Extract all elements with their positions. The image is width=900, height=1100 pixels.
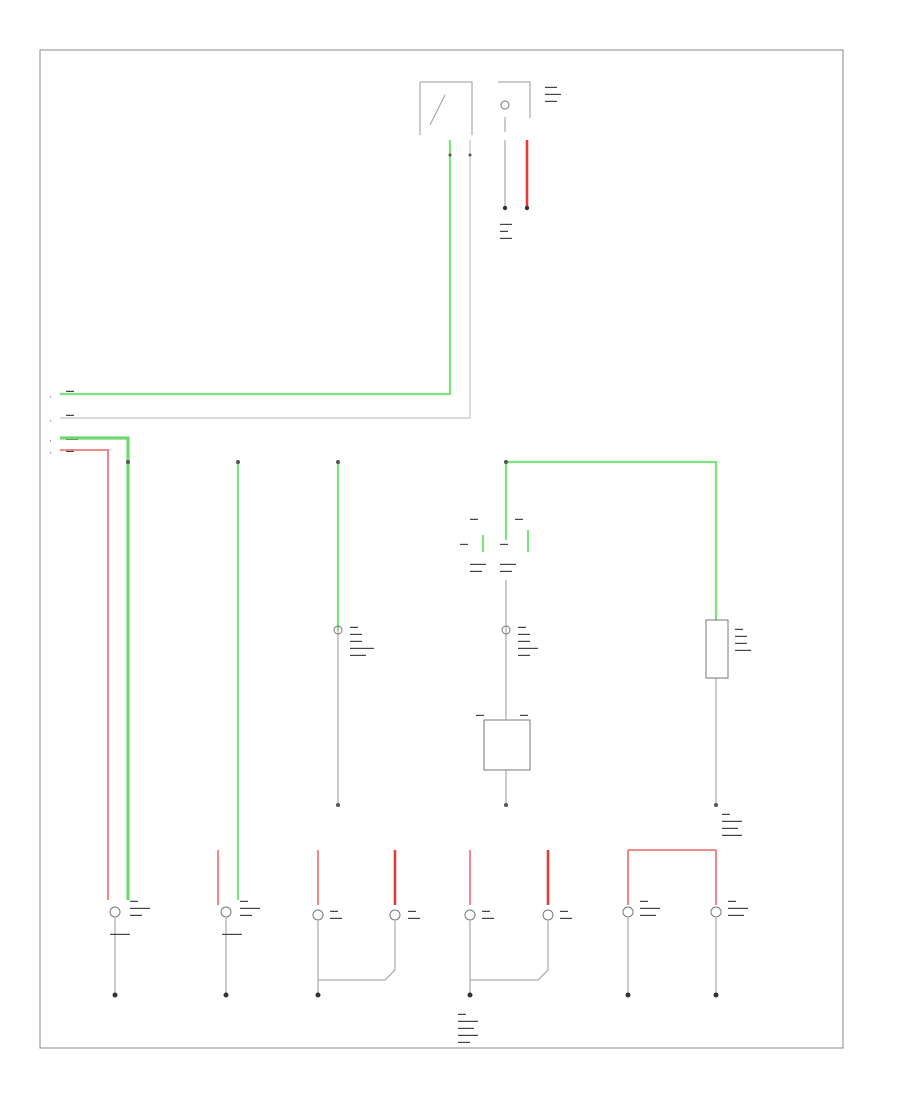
svg-text:▬▬: ▬▬ bbox=[500, 541, 508, 546]
svg-text:▬▬▬▬: ▬▬▬▬ bbox=[722, 825, 738, 830]
svg-text:▬▬▬: ▬▬▬ bbox=[470, 568, 482, 573]
svg-text:▬▬: ▬▬ bbox=[728, 898, 736, 903]
relay-box bbox=[705, 619, 729, 679]
diagram-frame bbox=[39, 49, 844, 1049]
svg-text:▬▬▬: ▬▬▬ bbox=[130, 912, 142, 917]
svg-text:▬▬▬: ▬▬▬ bbox=[458, 1039, 470, 1044]
svg-text:▬▬▬▬: ▬▬▬▬ bbox=[470, 561, 486, 566]
svg-text:▬▬▬▬: ▬▬▬▬ bbox=[728, 912, 744, 917]
svg-text:▬▬: ▬▬ bbox=[560, 908, 568, 913]
svg-text:▬▬: ▬▬ bbox=[460, 541, 468, 546]
svg-text:▬▬▬▬▬: ▬▬▬▬▬ bbox=[110, 931, 130, 936]
svg-text:▬▬▬: ▬▬▬ bbox=[560, 915, 572, 920]
svg-text:▬▬▬▬▬: ▬▬▬▬▬ bbox=[222, 931, 242, 936]
svg-text:▬▬: ▬▬ bbox=[408, 908, 416, 913]
svg-text:▬▬▬▬▬: ▬▬▬▬▬ bbox=[722, 818, 742, 823]
svg-text:▬▬▬: ▬▬▬ bbox=[500, 221, 512, 226]
svg-text:▬▬▬▬▬: ▬▬▬▬▬ bbox=[458, 1018, 478, 1023]
lamp-4: ▬▬ ▬▬▬ bbox=[318, 850, 420, 981]
wire-green-left bbox=[60, 436, 130, 900]
svg-text:▬▬: ▬▬ bbox=[330, 908, 338, 913]
svg-text:▬▬▬: ▬▬▬ bbox=[408, 915, 420, 920]
wire-white-top bbox=[60, 140, 471, 419]
svg-text:▬▬▬: ▬▬▬ bbox=[240, 912, 252, 917]
svg-text:▬▬▬: ▬▬▬ bbox=[545, 84, 557, 89]
svg-text:▪: ▪ bbox=[50, 394, 52, 399]
svg-text:▬▬▬▬▬: ▬▬▬▬▬ bbox=[518, 645, 538, 650]
lamp-3: ▬▬ ▬▬▬ bbox=[312, 850, 342, 998]
svg-text:▬▬: ▬▬ bbox=[476, 712, 484, 717]
svg-text:▬▬▬▬▬: ▬▬▬▬▬ bbox=[240, 905, 260, 910]
svg-text:▬▬▬▬: ▬▬▬▬ bbox=[500, 561, 516, 566]
svg-text:▬▬: ▬▬ bbox=[66, 412, 74, 417]
svg-text:▬▬▬▬: ▬▬▬▬ bbox=[350, 652, 366, 657]
svg-text:▬▬: ▬▬ bbox=[515, 516, 523, 521]
svg-text:▬▬: ▬▬ bbox=[66, 388, 74, 393]
svg-text:▪: ▪ bbox=[50, 438, 52, 443]
svg-text:▬▬▬: ▬▬▬ bbox=[545, 98, 557, 103]
lamp-1: ▬▬ ▬▬▬▬▬ ▬▬▬ ▬▬▬▬▬ bbox=[109, 898, 150, 998]
connector-box bbox=[483, 719, 531, 771]
svg-text:▪: ▪ bbox=[50, 450, 52, 455]
svg-text:▬▬: ▬▬ bbox=[482, 908, 490, 913]
svg-text:▬▬: ▬▬ bbox=[500, 228, 508, 233]
svg-text:▬▬: ▬▬ bbox=[458, 1011, 466, 1016]
wire-green-top bbox=[60, 140, 452, 396]
svg-text:▬▬▬: ▬▬▬ bbox=[330, 915, 342, 920]
wire-green-center bbox=[506, 460, 718, 620]
svg-text:▬▬▬: ▬▬▬ bbox=[482, 915, 494, 920]
lamp-6: ▬▬ ▬▬▬ bbox=[470, 850, 572, 981]
svg-text:▬▬: ▬▬ bbox=[518, 624, 526, 629]
svg-text:▬▬▬: ▬▬▬ bbox=[735, 640, 747, 645]
svg-text:▬▬: ▬▬ bbox=[722, 811, 730, 816]
svg-text:▬▬▬: ▬▬▬ bbox=[518, 638, 530, 643]
wire-red-left bbox=[60, 449, 109, 900]
switch-unit: ▬▬▬ ▬▬▬▬ ▬▬▬ bbox=[419, 81, 561, 135]
svg-text:▬▬▬: ▬▬▬ bbox=[500, 568, 512, 573]
svg-text:▪: ▪ bbox=[50, 418, 52, 423]
svg-text:▬▬: ▬▬ bbox=[240, 898, 248, 903]
svg-text:▬▬▬: ▬▬▬ bbox=[500, 235, 512, 240]
svg-text:▬▬: ▬▬ bbox=[735, 626, 743, 631]
lamp-8: ▬▬ ▬▬▬▬▬ ▬▬▬▬ bbox=[710, 850, 748, 998]
svg-text:▬▬▬▬▬: ▬▬▬▬▬ bbox=[130, 905, 150, 910]
lamp-5: ▬▬ ▬▬▬ bbox=[464, 850, 494, 998]
svg-text:▬▬▬▬: ▬▬▬▬ bbox=[640, 912, 656, 917]
svg-text:▬▬▬▬▬▬: ▬▬▬▬▬▬ bbox=[350, 645, 374, 650]
svg-text:▬▬▬▬▬: ▬▬▬▬▬ bbox=[722, 832, 742, 837]
svg-text:▬▬▬: ▬▬▬ bbox=[350, 631, 362, 636]
svg-text:▬▬▬: ▬▬▬ bbox=[518, 631, 530, 636]
svg-text:▬▬▬: ▬▬▬ bbox=[735, 633, 747, 638]
svg-text:▬▬▬: ▬▬▬ bbox=[518, 652, 530, 657]
svg-text:▬▬: ▬▬ bbox=[520, 712, 528, 717]
svg-text:▬▬▬▬: ▬▬▬▬ bbox=[545, 91, 561, 96]
svg-text:▬▬: ▬▬ bbox=[640, 898, 648, 903]
svg-text:▬▬▬▬▬: ▬▬▬▬▬ bbox=[728, 905, 748, 910]
svg-text:▬▬▬▬▬: ▬▬▬▬▬ bbox=[640, 905, 660, 910]
svg-text:▬▬: ▬▬ bbox=[130, 898, 138, 903]
lamp-2: ▬▬ ▬▬▬▬▬ ▬▬▬ ▬▬▬▬▬ bbox=[217, 850, 260, 998]
svg-text:▬▬▬: ▬▬▬ bbox=[350, 638, 362, 643]
svg-text:▬▬: ▬▬ bbox=[350, 624, 358, 629]
svg-text:▬▬▬▬▬: ▬▬▬▬▬ bbox=[458, 1032, 478, 1037]
svg-text:▬▬: ▬▬ bbox=[470, 516, 478, 521]
lamp-7: ▬▬ ▬▬▬▬▬ ▬▬▬▬ bbox=[622, 849, 716, 998]
svg-text:▬▬▬▬: ▬▬▬▬ bbox=[735, 647, 751, 652]
svg-text:▬▬▬▬: ▬▬▬▬ bbox=[458, 1025, 474, 1030]
